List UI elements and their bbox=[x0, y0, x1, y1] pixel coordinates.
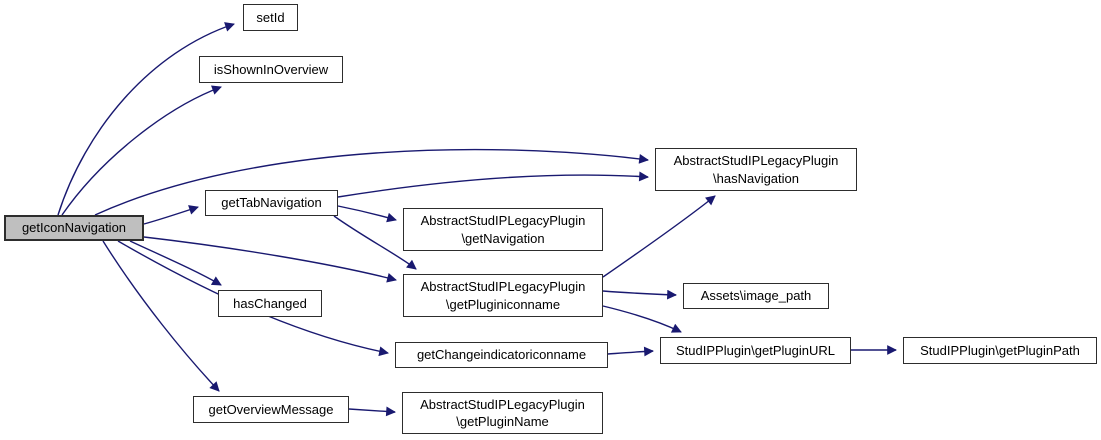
edge-getTabNavigation-hasNavigation bbox=[337, 171, 649, 198]
node-studipplugin-getpluginpath[interactable]: StudIPPlugin\getPluginPath bbox=[903, 337, 1097, 364]
node-getTabNavigation[interactable]: getTabNavigation bbox=[205, 190, 338, 216]
edge-getIconNavigation-isShownInOverview bbox=[61, 85, 222, 216]
edge-getIconNavigation-setId bbox=[57, 22, 235, 216]
edge-getIconNavigation-getTabNavigation bbox=[143, 205, 199, 225]
node-setId[interactable]: setId bbox=[243, 4, 298, 31]
edge-getPluginiconname-getPluginURL bbox=[602, 305, 682, 333]
node-assets-image-path[interactable]: Assets\image_path bbox=[683, 283, 829, 309]
edge-getIconNavigation-getOverviewMessage bbox=[102, 240, 220, 392]
edge-getIconNavigation-hasNavigation bbox=[94, 148, 649, 216]
node-getChangeindicatoriconname[interactable]: getChangeindicatoriconname bbox=[395, 342, 608, 368]
edge-getTabNavigation-getNavigation bbox=[337, 205, 397, 223]
node-abstractstudiplegacyplugin-getpluginname[interactable]: AbstractStudIPLegacyPlugin \getPluginNam… bbox=[402, 392, 603, 434]
node-studipplugin-getpluginurl[interactable]: StudIPPlugin\getPluginURL bbox=[660, 337, 851, 364]
node-getIconNavigation[interactable]: getIconNavigation bbox=[4, 215, 144, 241]
edge-getIconNavigation-getPluginiconname bbox=[143, 236, 397, 283]
node-abstractstudiplegacyplugin-getnavigation[interactable]: AbstractStudIPLegacyPlugin \getNavigatio… bbox=[403, 208, 603, 251]
node-abstractstudiplegacyplugin-hasnavigation[interactable]: AbstractStudIPLegacyPlugin \hasNavigatio… bbox=[655, 148, 857, 191]
edge-getPluginiconname-imagePath bbox=[602, 289, 677, 300]
edge-getOverviewMessage-getPluginName bbox=[348, 406, 396, 417]
edge-getChangeindicatoriconname-getPluginURL bbox=[607, 346, 654, 357]
node-hasChanged[interactable]: hasChanged bbox=[218, 290, 322, 317]
node-getOverviewMessage[interactable]: getOverviewMessage bbox=[193, 396, 349, 423]
node-isShownInOverview[interactable]: isShownInOverview bbox=[199, 56, 343, 83]
node-abstractstudiplegacyplugin-getpluginiconname[interactable]: AbstractStudIPLegacyPlugin \getPluginico… bbox=[403, 274, 603, 317]
edge-getPluginiconname-hasNavigation bbox=[602, 195, 716, 278]
edge-getIconNavigation-hasChanged bbox=[129, 240, 222, 286]
